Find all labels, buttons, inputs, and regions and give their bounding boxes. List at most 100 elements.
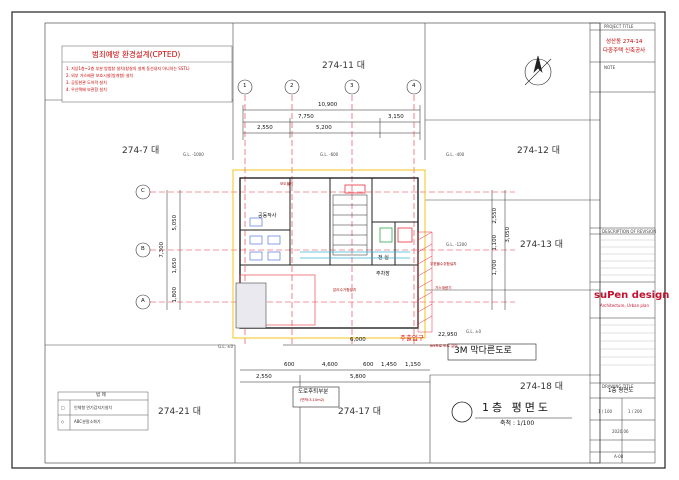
- building-walls: [239, 177, 419, 329]
- grid-bubble-label: B: [141, 246, 145, 252]
- title-block-project-label: PROJECT TITLE: [604, 24, 634, 29]
- community-room-furniture: [249, 217, 281, 261]
- dimension-lines: [166, 105, 506, 383]
- legend-box: [57, 391, 149, 431]
- dimension-top-total: 10,900: [318, 102, 338, 108]
- dimension-left-b: 1,650: [172, 257, 179, 274]
- gas-label: 가스계량기: [435, 286, 452, 290]
- title-block-project-name: 성산동 274-14: [606, 39, 643, 45]
- ground-level-mark: G.L. ±0: [218, 344, 234, 349]
- entrance-hatch: [417, 231, 433, 333]
- brand-logo: suPen design: [594, 290, 670, 301]
- grid-bubble-label: 1: [243, 83, 247, 89]
- setback-area-label: (면적:3.10m2): [300, 398, 325, 402]
- dimension-bottom-b: 4,600: [322, 362, 338, 368]
- road-label: 3M 막다른도로: [454, 346, 512, 356]
- dimension-bottom-i: 22,950: [438, 332, 458, 338]
- dimension-right-b: 1,100: [492, 234, 499, 251]
- cpted-box: [61, 45, 233, 103]
- dimension-right-a: 2,550: [492, 207, 499, 224]
- cpted-item: 3. 공동현관 도어락 설치: [66, 80, 107, 85]
- meter-label: 우편물수취함설치: [430, 262, 457, 266]
- brand-subtitle: Architecture, Urban plan: [600, 303, 650, 308]
- title-block-scale-a3: 1 / 200: [628, 409, 643, 414]
- building-yellow-outline: [232, 169, 426, 339]
- dimension-bottom-f: 5,800: [350, 374, 366, 380]
- entrance-label: 주출입구: [400, 334, 424, 342]
- ground-level-mark: G.L. ±0: [466, 329, 482, 334]
- sheet-border: [11, 11, 666, 469]
- dimension-bottom-d: 1,450: [381, 362, 397, 368]
- service-lines: [300, 184, 413, 259]
- grid-bubble-label: 3: [350, 83, 354, 89]
- dimension-right-d: 3,050: [505, 226, 512, 243]
- grid-bubbles: [135, 79, 422, 310]
- title-block-sheet: A-08: [614, 454, 624, 459]
- dimension-top-c: 2,550: [257, 125, 273, 131]
- north-arrow-icon: [524, 55, 552, 86]
- dimension-top-d: 5,200: [316, 125, 332, 131]
- ground-level-mark: G.L. -600: [320, 152, 339, 157]
- room-label-parking: 주차장: [376, 271, 390, 277]
- grid-bubble-label: A: [141, 298, 145, 304]
- grid-lines: [150, 95, 515, 345]
- room-label-electric: 전 실: [378, 255, 389, 261]
- cpted-item: 2. 외부 가스배관 보호시설(방개형) 설치: [66, 73, 134, 78]
- cpted-title: 범죄예방 환경설계(CPTED): [92, 50, 181, 59]
- title-block-date: 2020.06: [612, 429, 629, 434]
- plan-title-circle: [451, 401, 473, 423]
- road-width-label: 6M도로 도로 길이: [430, 344, 458, 348]
- dimension-top-b: 3,150: [388, 114, 404, 120]
- setback-label: 도로후퇴부분: [298, 389, 329, 395]
- title-block-revision-label: DESCRIPTION OF REVISION: [602, 229, 657, 234]
- legend-text: 인체형 연기감지기설치: [74, 405, 113, 410]
- title-block-drawing-title: 1층 평면도: [608, 388, 634, 394]
- dimension-top-a: 7,750: [298, 114, 314, 120]
- legend-text: ABC분말소화기: [74, 419, 101, 424]
- interior-walls: [240, 178, 418, 266]
- ground-level-mark: G.L. -400: [446, 152, 465, 157]
- setback-label-box: [292, 386, 340, 408]
- dimension-right-c: 1,700: [492, 259, 499, 276]
- revision-grid: [600, 239, 655, 366]
- legend-title: 범 례: [96, 393, 106, 398]
- dimension-left-total: 7,300: [159, 241, 166, 258]
- dimension-left-a: 5,050: [172, 214, 179, 231]
- cpted-item: 4. 우산택배 보관함 설치: [66, 87, 107, 92]
- grid-bubble-label: 4: [412, 83, 416, 89]
- ground-level-mark: G.L. -1000: [183, 152, 204, 157]
- cpted-item: 1. 지상1층~2층 부분 방범창 설치(창살의 설계 동선내지 아니하는 SS…: [66, 66, 190, 71]
- legend-key: ◇: [61, 419, 65, 424]
- title-block-project-name: 다중주택 신축공사: [603, 48, 646, 54]
- dimension-bottom-c: 600: [363, 362, 374, 368]
- ground-level-mark: G.L. -1200: [446, 242, 467, 247]
- title-block-note-label: NOTE: [604, 65, 616, 70]
- setback-area: [235, 282, 267, 329]
- title-block: [589, 22, 656, 464]
- lot-label-south-east: 274-18 대: [520, 382, 564, 392]
- grid-bubble-label: 2: [290, 83, 294, 89]
- lot-label-west: 274-7 대: [122, 146, 160, 156]
- road-label-box: [447, 343, 537, 361]
- lot-label-east-top: 274-12 대: [517, 146, 561, 156]
- title-block-drawing-label: DRAWING TITLE: [602, 384, 634, 389]
- plan-title: 1층 평면도: [482, 401, 551, 414]
- lot-label-south-west: 274-21 대: [158, 407, 202, 417]
- walk-label: 보도블럭: [280, 182, 294, 186]
- dimension-bottom-h: 6,000: [350, 337, 366, 343]
- stair: [332, 194, 368, 256]
- room-label-community: 공동작사: [258, 213, 277, 219]
- grid-bubble-label: C: [141, 188, 145, 194]
- garbage-label: 분리수거함설치: [333, 288, 357, 292]
- dimension-bottom-e: 1,150: [405, 362, 421, 368]
- title-block-scale-a1: 1 / 100: [598, 409, 613, 414]
- lot-label-east-mid: 274-13 대: [520, 240, 564, 250]
- plan-scale: 축척 : 1/100: [500, 420, 535, 427]
- dimension-left-c: 1,800: [172, 286, 179, 303]
- dimension-bottom-g: 2,550: [256, 374, 272, 380]
- lot-label-north: 274-11 대: [322, 61, 366, 71]
- legend-key: □: [61, 405, 65, 410]
- lot-label-south: 274-17 대: [338, 407, 382, 417]
- dimension-bottom-a: 600: [284, 362, 295, 368]
